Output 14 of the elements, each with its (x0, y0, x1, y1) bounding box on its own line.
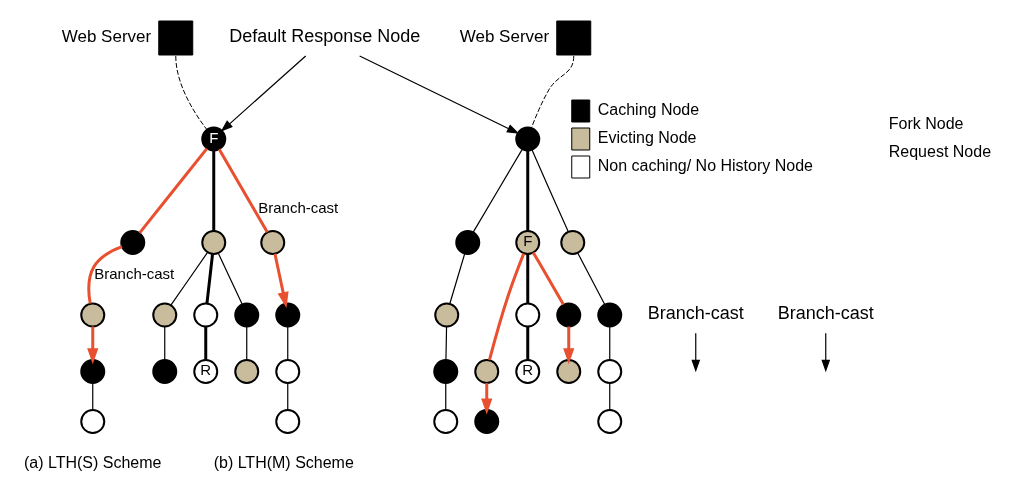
label: (a) LTH(S) Scheme (23, 453, 162, 471)
label: (b) LTH(M) Scheme (213, 453, 354, 471)
node-text: Branch-cast (647, 302, 744, 323)
node-text: Branch-cast (777, 302, 874, 323)
legend-label: Evicting Node (597, 128, 696, 146)
legend-label: Fork Node (888, 114, 963, 132)
edge-label: Branch-cast (257, 198, 338, 216)
node-label: Web Server (459, 26, 549, 46)
node-text: Default Response Node (228, 25, 420, 46)
legend-label: Caching Node (597, 100, 699, 118)
legend-label: Request Node (888, 142, 991, 160)
node-label: Web Server (61, 26, 151, 46)
edge-label: Branch-cast (93, 264, 174, 282)
legend-label: Non caching/ No History Node (597, 156, 813, 174)
